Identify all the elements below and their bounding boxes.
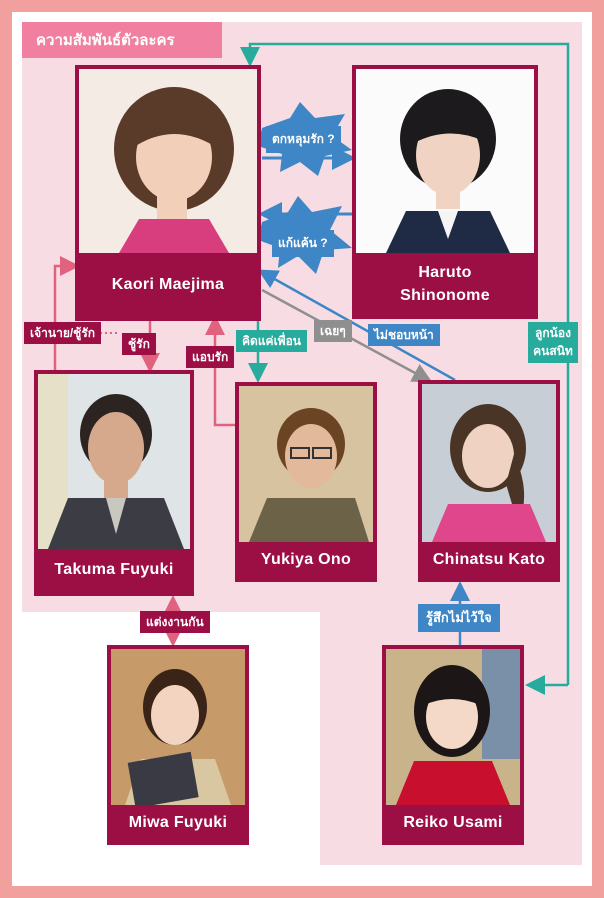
page-title: ความสัมพันธ์ตัวละคร — [22, 22, 222, 58]
card-haruto: Haruto Shinonome — [352, 65, 538, 319]
name-haruto-line2: Shinonome — [400, 287, 490, 304]
photo-kaori — [79, 69, 257, 253]
label-takuma-to-kaori: เจ้านาย/ชู้รัก — [24, 322, 102, 345]
label-takuma-miwa: แต่งงานกัน — [140, 611, 210, 634]
card-takuma: Takuma Fuyuki — [34, 370, 194, 596]
name-haruto-line1: Haruto — [418, 263, 472, 281]
card-miwa: Miwa Fuyuki — [107, 645, 249, 845]
name-chinatsu: Chinatsu Kato — [432, 551, 546, 569]
name-kaori: Kaori Maejima — [111, 276, 225, 294]
line-takuma-kaori — [53, 256, 80, 372]
line-haruto-reiko — [240, 42, 570, 685]
name-takuma: Takuma Fuyuki — [54, 561, 174, 579]
label-haruto-reiko-line2: คนสนิท — [533, 344, 573, 359]
label-kaori-to-yukiya: คิดแค่เพื่อน — [236, 330, 308, 353]
label-chinatsu-to-kaori: ไม่ชอบหน้า — [368, 324, 440, 347]
photo-yukiya — [239, 386, 373, 542]
label-reiko-to-chinatsu: รู้สึกไม่ไว้ใจ — [418, 604, 500, 632]
photo-reiko — [386, 649, 520, 805]
label-haruto-reiko: ลูกน้อง คนสนิท — [528, 322, 578, 363]
label-haruto-to-kaori: แก้แค้น ? — [272, 230, 334, 257]
card-reiko: Reiko Usami — [382, 645, 524, 845]
label-haruto-reiko-line1: ลูกน้อง — [535, 326, 571, 340]
name-yukiya: Yukiya Ono — [260, 551, 352, 569]
photo-takuma — [38, 374, 190, 549]
card-yukiya: Yukiya Ono — [235, 382, 377, 582]
label-yukiya-to-kaori: แอบรัก — [186, 346, 235, 369]
label-kaori-to-haruto: ตกหลุมรัก ? — [266, 126, 341, 153]
name-haruto: Haruto Shinonome — [356, 253, 534, 315]
line-chinatsu-kaori — [257, 269, 456, 382]
card-kaori: Kaori Maejima — [75, 65, 261, 321]
photo-haruto — [356, 69, 534, 253]
photo-miwa — [111, 649, 245, 805]
card-chinatsu: Chinatsu Kato — [418, 380, 560, 582]
photo-chinatsu — [422, 384, 556, 542]
name-reiko: Reiko Usami — [403, 814, 503, 832]
name-miwa: Miwa Fuyuki — [128, 814, 228, 832]
label-kaori-to-takuma: ชู้รัก — [122, 333, 156, 356]
label-kaori-to-chinatsu: เฉยๆ — [314, 320, 352, 343]
